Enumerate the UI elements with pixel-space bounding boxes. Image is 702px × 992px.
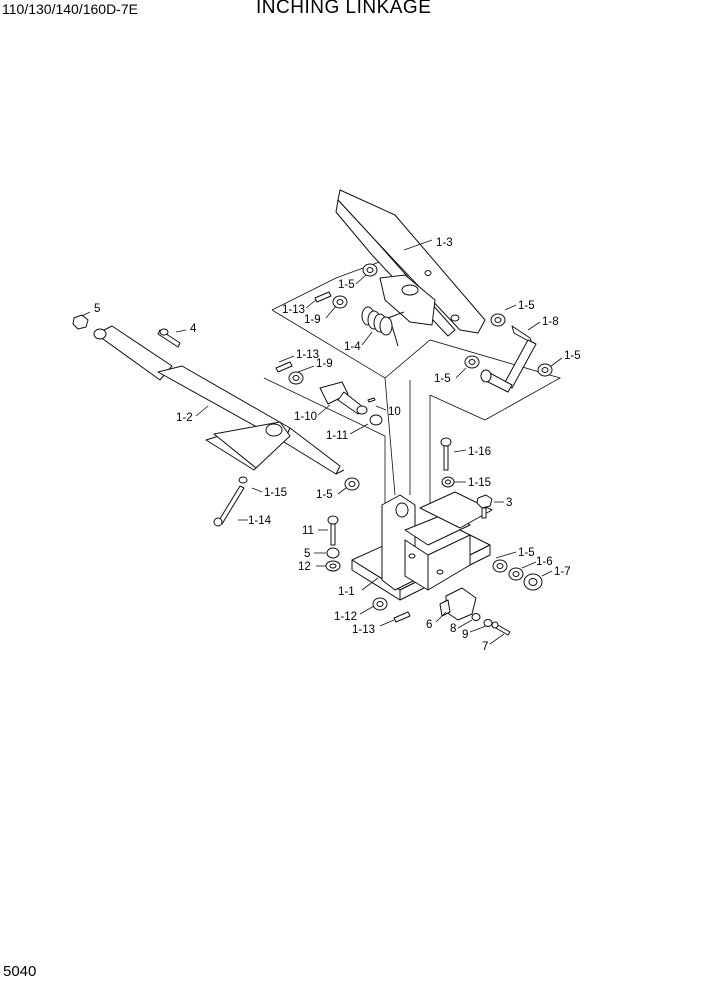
callout-9: 9 (462, 629, 468, 641)
bushing-upper (362, 263, 378, 277)
mounting-bracket (351, 491, 493, 601)
callout-1-5: 1-5 (564, 350, 581, 362)
callout-1-10: 1-10 (294, 411, 317, 423)
page-number: 5040 (3, 963, 37, 980)
inching-shaft (93, 325, 345, 475)
crank-lever (464, 313, 553, 393)
leader-lines (81, 239, 563, 645)
callout-1-13: 1-13 (352, 624, 375, 636)
callout-1-5: 1-5 (518, 547, 535, 559)
link-arm (275, 361, 383, 426)
callout-1-15: 1-15 (468, 477, 491, 489)
screw-7 (491, 621, 511, 636)
bolt-4 (157, 328, 181, 348)
callout-4: 4 (190, 323, 197, 335)
callout-1-13: 1-13 (296, 349, 319, 361)
callout-1-14: 1-14 (248, 515, 272, 527)
callout-1-5: 1-5 (316, 489, 333, 501)
bushing-1-5-side (492, 559, 508, 573)
grease-nipple-lower (393, 611, 411, 623)
callout-10: 10 (388, 406, 401, 418)
callout-5: 5 (94, 303, 100, 315)
callout-1-9: 1-9 (304, 314, 321, 326)
bolt-3 (476, 494, 493, 519)
return-spring (361, 306, 405, 347)
callout-1-12: 1-12 (334, 611, 357, 623)
callout-1-13: 1-13 (282, 304, 305, 316)
bushing-1-7 (523, 573, 543, 591)
nut-5-top (72, 314, 89, 330)
page-title: INCHING LINKAGE (256, 0, 432, 18)
callout-1-5: 1-5 (338, 279, 355, 291)
callout-1-9: 1-9 (316, 358, 333, 370)
washer-1-6 (508, 567, 524, 581)
assembly-guide-lines (263, 259, 562, 572)
callout-7: 7 (482, 641, 488, 653)
bolt-11 (327, 515, 339, 546)
callout-1-6: 1-6 (536, 556, 553, 568)
bushing-1-5-mid (344, 477, 360, 491)
callout-1-7: 1-7 (554, 566, 571, 578)
callout-1-11: 1-11 (326, 430, 348, 442)
washer-1-15 (441, 476, 455, 488)
callout-1-3: 1-3 (436, 237, 453, 249)
callout-11: 11 (302, 525, 314, 537)
callout-8: 8 (450, 623, 456, 635)
callout-6: 6 (426, 619, 432, 631)
model-code: 110/130/140/160D-7E (2, 1, 138, 17)
inching-pedal (335, 189, 486, 337)
grease-nipple-upper (314, 291, 332, 303)
washer-12 (325, 560, 341, 572)
callout-1-5: 1-5 (518, 300, 535, 312)
callout-1-1: 1-1 (338, 586, 355, 598)
callout-12: 12 (298, 561, 311, 573)
washer-1-12 (372, 597, 388, 611)
callout-1-15: 1-15 (264, 487, 287, 499)
washer-8 (471, 613, 481, 621)
washer-5 (326, 547, 340, 559)
callout-1-8: 1-8 (542, 316, 559, 328)
limit-switch (439, 587, 477, 621)
callout-1-2: 1-2 (176, 412, 193, 424)
callout-3: 3 (506, 497, 512, 509)
callout-5: 5 (304, 548, 310, 560)
callout-1-16: 1-16 (468, 446, 491, 458)
callout-labels: 1-3 1-5 1-13 1-9 1-5 1-8 1-4 1-5 1-5 5 4… (94, 237, 581, 653)
callout-1-5: 1-5 (434, 373, 451, 385)
bolt-1-14 (213, 476, 248, 527)
washer-1-9-upper (332, 295, 348, 309)
callout-1-4: 1-4 (344, 341, 361, 353)
washer-9 (483, 619, 493, 627)
bolt-1-16 (440, 437, 452, 471)
